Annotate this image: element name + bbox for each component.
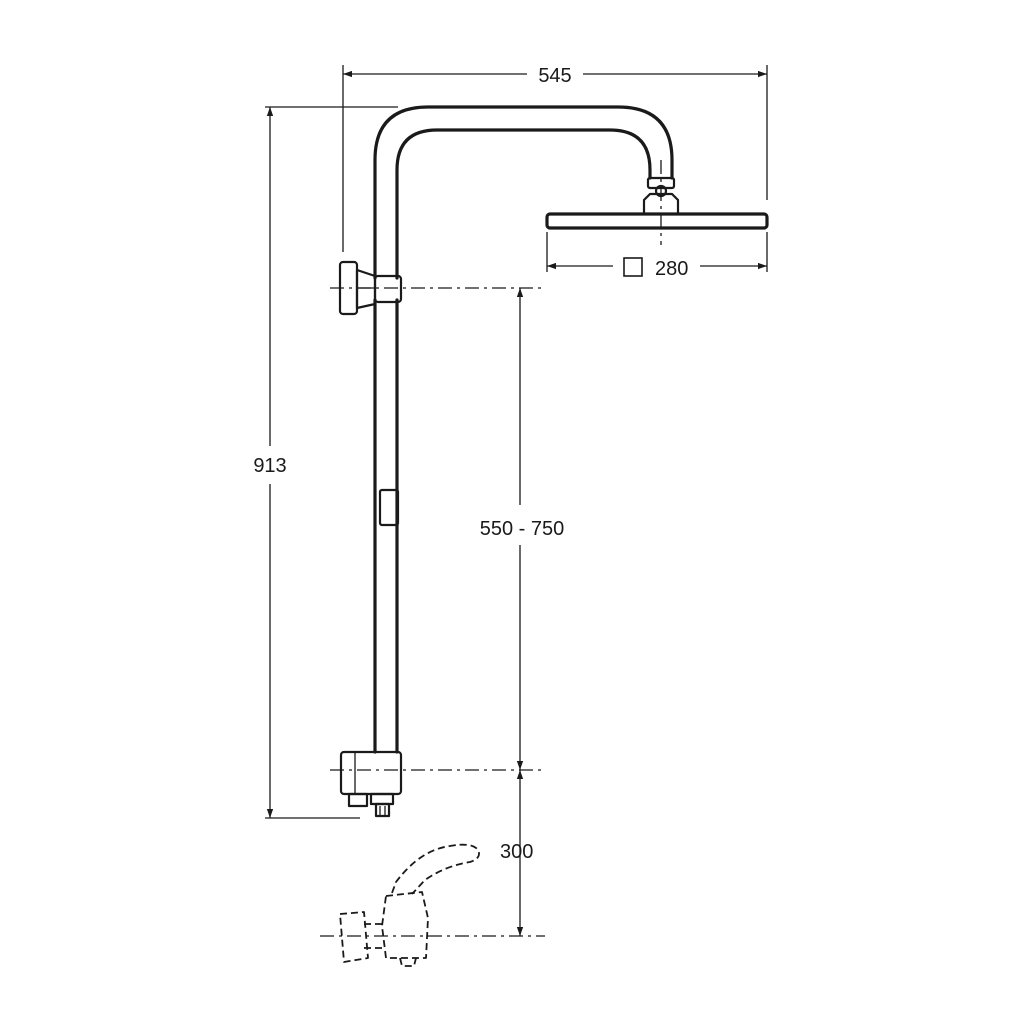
riser-pipe-inner (395, 128, 652, 280)
dimension-head-280: 280 (546, 232, 768, 280)
telescopic-coupling (378, 488, 400, 527)
riser-pipe-outer (373, 105, 674, 280)
dimension-label-280: 280 (655, 258, 688, 280)
dimension-height-913: 913 (253, 106, 398, 819)
shower-column (338, 105, 769, 818)
dimension-label-913: 913 (253, 455, 286, 477)
diverter-block (339, 750, 403, 818)
dimension-label-550-750: 550 - 750 (480, 518, 565, 540)
dimension-width-545: 545 (342, 65, 768, 252)
bath-mixer-hidden (320, 843, 545, 967)
shower-head-plate (545, 212, 769, 230)
dimension-label-545: 545 (538, 65, 571, 87)
dimension-range-550-750: 550 - 750 (480, 288, 565, 770)
square-symbol-icon (623, 257, 643, 277)
dimension-offset-300: 300 (500, 770, 533, 936)
dimension-label-300: 300 (500, 841, 533, 863)
